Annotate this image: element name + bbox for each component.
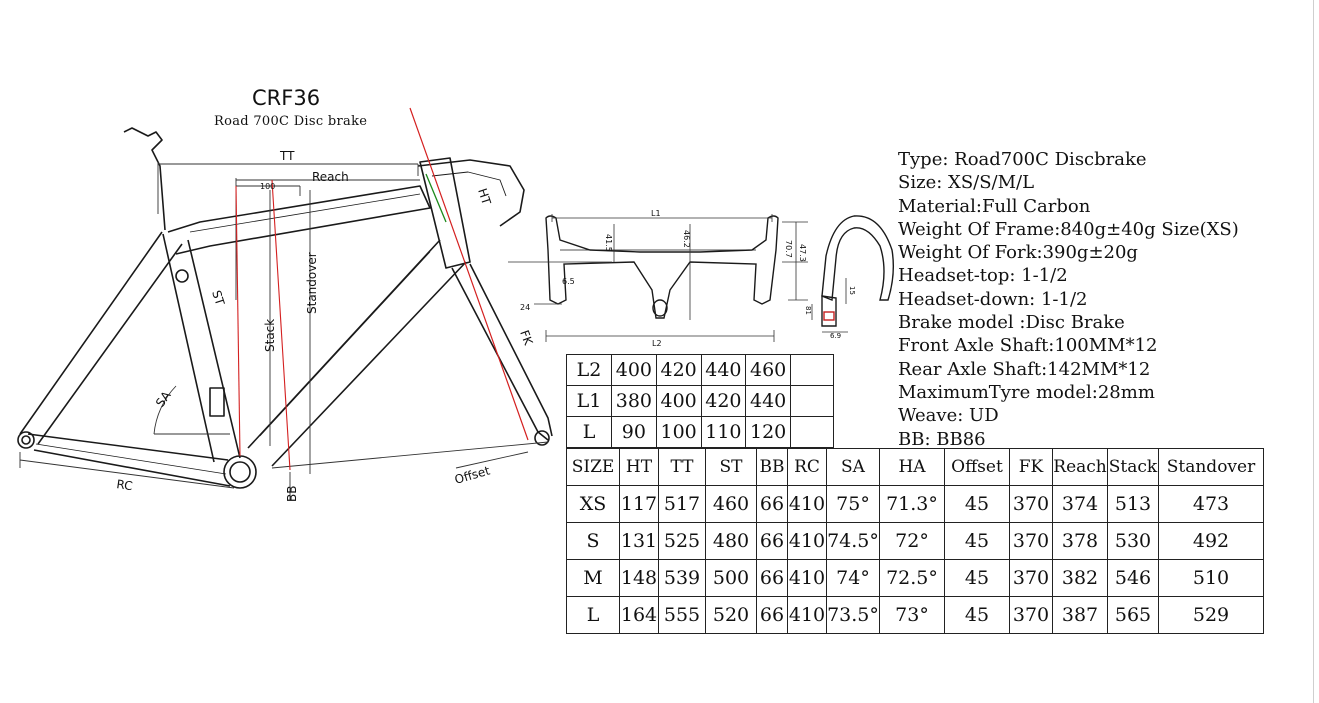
rear-dropout [17, 431, 35, 449]
headtube-green-line [425, 173, 447, 223]
table-row: L1 380 400 420 440 [566, 385, 834, 417]
bar-41-5: 41.5 [604, 234, 613, 252]
table-row: S 131 525 480 66 410 74.5° 72° 45 370 37… [566, 522, 1264, 560]
spec-front-axle: Front Axle Shaft:100MM*12 [898, 335, 1158, 357]
bar-47-3: 47.3 [798, 244, 807, 262]
bar-46-2: 46.2 [682, 230, 691, 248]
bar-l1: L1 [651, 209, 661, 218]
bar-l2: L2 [652, 339, 662, 348]
table-row: M 148 539 500 66 410 74° 72.5° 45 370 38… [566, 559, 1264, 597]
bar-70-7: 70.7 [784, 240, 793, 258]
spec-size: Size: XS/S/M/L [898, 172, 1035, 194]
seatpost [123, 127, 166, 231]
label-stack: Stack [263, 319, 277, 352]
stack-ref-line [271, 179, 291, 471]
table-row: L2 400 420 440 460 [566, 354, 834, 386]
spec-list: Type: Road700C Discbrake Size: XS/S/M/L … [898, 148, 1239, 451]
handlebar-side-view [821, 215, 895, 327]
handlebar-size-table: L2 400 420 440 460 L1 380 400 420 440 L … [566, 354, 834, 448]
seat-stay [19, 231, 183, 445]
geometry-table: SIZE HT TT ST BB RC SA HA Offset FK Reac… [566, 448, 1264, 634]
spec-weave: Weave: UD [898, 405, 999, 427]
spec-rear-axle: Rear Axle Shaft:142MM*12 [898, 358, 1151, 380]
dimension-lines [19, 162, 549, 500]
head-tube [419, 157, 471, 269]
table-header-row: SIZE HT TT ST BB RC SA HA Offset FK Reac… [566, 448, 1264, 486]
down-tube [247, 239, 467, 467]
spec-brake: Brake model :Disc Brake [898, 312, 1125, 334]
spec-frame-weight: Weight Of Frame:840g±40g Size(XS) [898, 218, 1239, 240]
table-row: L 90 100 110 120 [566, 416, 834, 448]
handlebar-front-view [545, 215, 779, 319]
model-title: CRF36 [252, 86, 321, 110]
label-tt: TT [279, 149, 295, 163]
spec-headset-down: Headset-down: 1-1/2 [898, 288, 1088, 310]
label-100: 100 [260, 182, 275, 191]
spec-max-tyre: MaximumTyre model:28mm [898, 381, 1155, 403]
label-standover: Standover [305, 252, 319, 314]
label-fk: FK [517, 328, 536, 348]
cable-port [209, 387, 225, 417]
spec-type: Type: Road700C Discbrake [898, 149, 1147, 170]
bar-6-5: 6.5 [562, 277, 575, 286]
spec-bb: BB: BB86 [898, 428, 986, 450]
label-st: ST [209, 289, 227, 308]
label-bb: BB [285, 486, 299, 502]
label-ht: HT [475, 187, 494, 208]
handlebar-dimension-lines [508, 214, 808, 342]
label-reach: Reach [312, 170, 349, 184]
frame-outline [17, 127, 553, 489]
bar-24: 24 [520, 303, 530, 312]
model-subtitle: Road 700C Disc brake [214, 114, 368, 129]
seat-tube [162, 233, 241, 463]
spec-fork-weight: Weight Of Fork:390g±20g [898, 242, 1138, 264]
side-81: 81 [804, 306, 812, 315]
side-15: 15 [848, 286, 856, 295]
steering-axis-line [409, 107, 529, 441]
page-edge-line [1313, 0, 1314, 703]
chain-stay [27, 433, 231, 487]
spec-material: Material:Full Carbon [898, 195, 1091, 217]
top-tube [167, 185, 431, 255]
front-dropout [534, 430, 550, 446]
table-row: XS 117 517 460 66 410 75° 71.3° 45 370 3… [566, 485, 1264, 523]
label-rc: RC [116, 477, 134, 493]
table-row: L 164 555 520 66 410 73.5° 73° 45 370 38… [566, 596, 1264, 634]
reach-ref-line [235, 185, 241, 457]
integrated-bar-side [417, 159, 525, 227]
side-6-9: 6.9 [830, 332, 841, 340]
spec-headset-top: Headset-top: 1-1/2 [898, 265, 1068, 287]
